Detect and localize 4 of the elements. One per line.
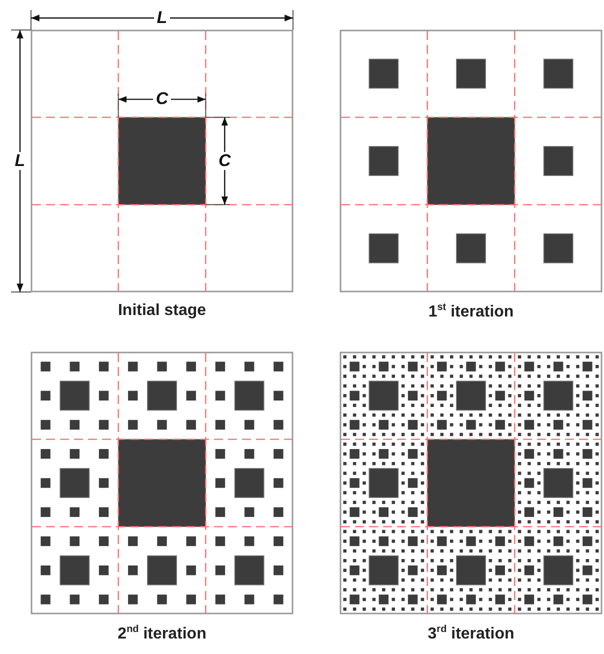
panel-caption: 2$^{nd}$ iteration — [116, 624, 208, 644]
panel-caption: 1$^{st}$ iteration — [427, 302, 515, 322]
panel-caption: 3$^{rd}$ iteration — [426, 624, 516, 644]
panel-caption: Initial stage — [116, 302, 208, 320]
